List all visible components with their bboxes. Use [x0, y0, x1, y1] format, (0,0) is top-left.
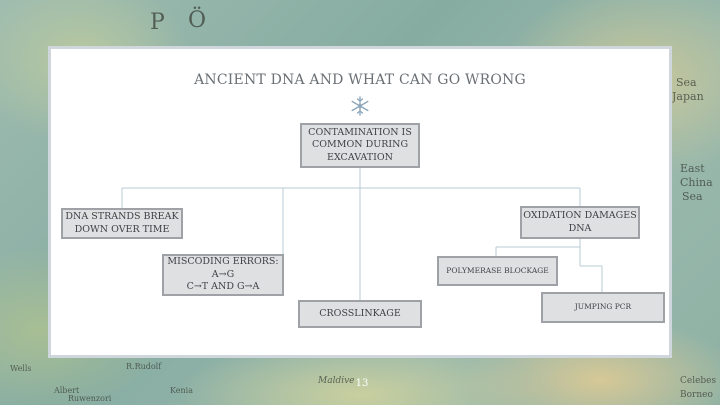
map-label: Celebes — [680, 376, 717, 386]
node-oxidation: OXIDATION DAMAGES DNA — [520, 206, 640, 239]
slide-title: ANCIENT DNA AND WHAT CAN GO WRONG — [194, 72, 526, 88]
node-label: CONTAMINATION IS COMMON DURING EXCAVATIO… — [308, 126, 412, 163]
map-label: East — [680, 162, 705, 175]
node-jumping-pcr: JUMPING PCR — [541, 292, 665, 323]
map-label: Ruwenzori — [68, 394, 112, 403]
map-label: China — [680, 176, 713, 189]
map-label: Ö — [188, 8, 207, 33]
node-label: OXIDATION DAMAGES DNA — [523, 210, 637, 234]
map-label: Wells — [10, 364, 32, 373]
node-crosslinkage: CROSSLINKAGE — [298, 300, 422, 328]
node-label: DNA STRANDS BREAK DOWN OVER TIME — [65, 211, 179, 235]
map-label: R.Rudolf — [126, 362, 162, 371]
node-strands-break: DNA STRANDS BREAK DOWN OVER TIME — [61, 208, 183, 239]
node-label: JUMPING PCR — [574, 302, 632, 312]
node-label: POLYMERASE BLOCKAGE — [446, 265, 549, 275]
map-label: Sea — [676, 76, 697, 89]
map-label: Albert — [54, 386, 80, 395]
node-label: CROSSLINKAGE — [319, 307, 401, 319]
map-label: Borneo — [680, 390, 713, 400]
snowflake-icon — [351, 96, 369, 116]
node-miscoding: MISCODING ERRORS: A→G C→T AND G→A — [162, 254, 284, 296]
map-label: Sea — [682, 190, 703, 203]
map-label: Japan — [672, 90, 704, 103]
node-label: MISCODING ERRORS: A→G C→T AND G→A — [167, 256, 279, 293]
map-label: P — [150, 10, 165, 35]
page-number: 13 — [355, 378, 369, 389]
map-label: Maldive — [318, 376, 355, 386]
map-label: Kenia — [170, 386, 193, 395]
node-contamination: CONTAMINATION IS COMMON DURING EXCAVATIO… — [300, 123, 420, 168]
node-polymerase: POLYMERASE BLOCKAGE — [437, 256, 558, 286]
